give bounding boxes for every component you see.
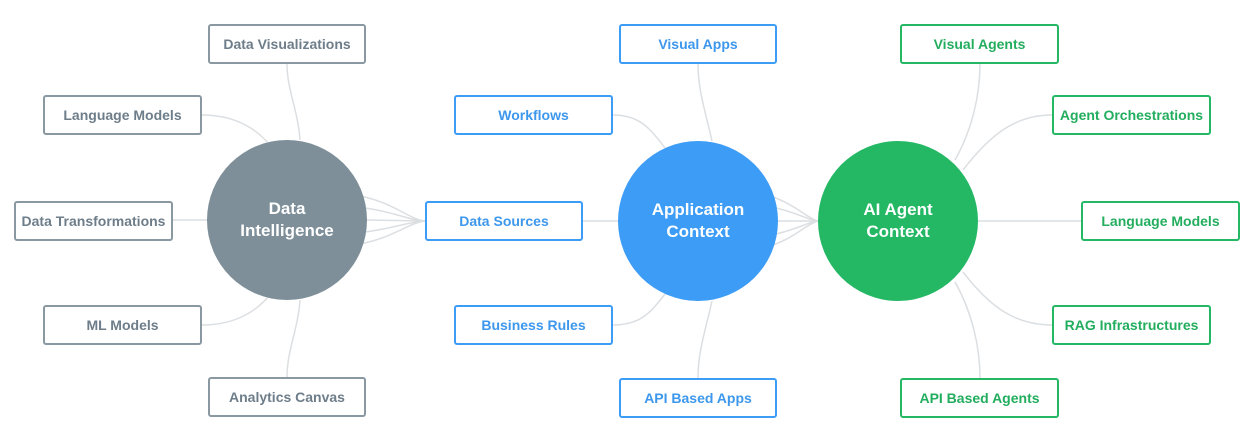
connector-agent-api — [954, 281, 981, 379]
connector-app-visual-apps — [697, 63, 713, 142]
hub-title-line: Context — [666, 222, 730, 241]
hub-title-line: Intelligence — [240, 221, 334, 240]
hub-ai-agent-context: AI Agent Context — [818, 141, 978, 301]
node-data-transformations: Data Transformations — [14, 201, 173, 241]
connector-app-agent-2 — [775, 207, 819, 222]
connector-agent-orchestrations — [962, 114, 1053, 171]
node-rag-infrastructures: RAG Infrastructures — [1052, 305, 1211, 345]
connector-di-ds-4 — [364, 220, 426, 233]
connector-app-workflows — [612, 114, 669, 153]
node-data-sources: Data Sources — [425, 201, 583, 241]
hub-title-line: Application — [651, 200, 745, 219]
node-label: ML Models — [86, 317, 159, 333]
node-label: Visual Agents — [933, 36, 1026, 52]
node-analytics-canvas: Analytics Canvas — [208, 377, 366, 417]
connector-agent-visual — [954, 63, 981, 161]
hub-title-line: Data — [268, 199, 306, 218]
node-agent-orchestrations: Agent Orchestrations — [1052, 95, 1211, 135]
connector-app-agent-4 — [775, 220, 819, 235]
node-label: RAG Infrastructures — [1064, 317, 1199, 333]
node-data-visualizations: Data Visualizations — [208, 24, 366, 64]
node-workflows: Workflows — [454, 95, 613, 135]
node-label: API Based Apps — [644, 390, 752, 406]
connector-app-business-rules — [612, 289, 669, 326]
node-label: Business Rules — [481, 317, 586, 333]
node-label: Visual Apps — [658, 36, 738, 52]
connector-di-visualizations — [286, 63, 301, 141]
hub-title-line: Context — [866, 222, 930, 241]
node-label: Data Sources — [459, 213, 549, 229]
connector-app-api-apps — [697, 300, 713, 379]
connector-agent-rag — [962, 271, 1053, 326]
connector-di-analytics — [286, 299, 301, 378]
node-label: Language Models — [63, 107, 182, 123]
node-label: Analytics Canvas — [229, 389, 345, 405]
connector-di-ds-1 — [359, 195, 426, 222]
node-ml-models: ML Models — [43, 305, 202, 345]
node-api-based-apps: API Based Apps — [619, 378, 777, 418]
connector-di-ds-5 — [359, 220, 426, 245]
hub-data-intelligence: Data Intelligence — [207, 140, 367, 300]
node-visual-agents: Visual Agents — [900, 24, 1059, 64]
node-label: API Based Agents — [919, 390, 1040, 406]
hub-title-line: AI Agent — [863, 200, 933, 219]
connector-di-ds-2 — [364, 207, 426, 222]
node-api-based-agents: API Based Agents — [900, 378, 1059, 418]
node-label: Data Transformations — [21, 213, 166, 229]
node-language-models-di: Language Models — [43, 95, 202, 135]
node-label: Workflows — [498, 107, 569, 123]
connector-di-ml-models — [201, 291, 273, 326]
node-label: Data Visualizations — [223, 36, 351, 52]
node-business-rules: Business Rules — [454, 305, 613, 345]
node-label: Language Models — [1101, 213, 1220, 229]
node-language-models-agent: Language Models — [1081, 201, 1240, 241]
connector-di-ds-3 — [366, 219, 426, 222]
node-label: Agent Orchestrations — [1059, 107, 1204, 123]
hub-application-context: Application Context — [618, 141, 778, 301]
node-visual-apps: Visual Apps — [619, 24, 777, 64]
